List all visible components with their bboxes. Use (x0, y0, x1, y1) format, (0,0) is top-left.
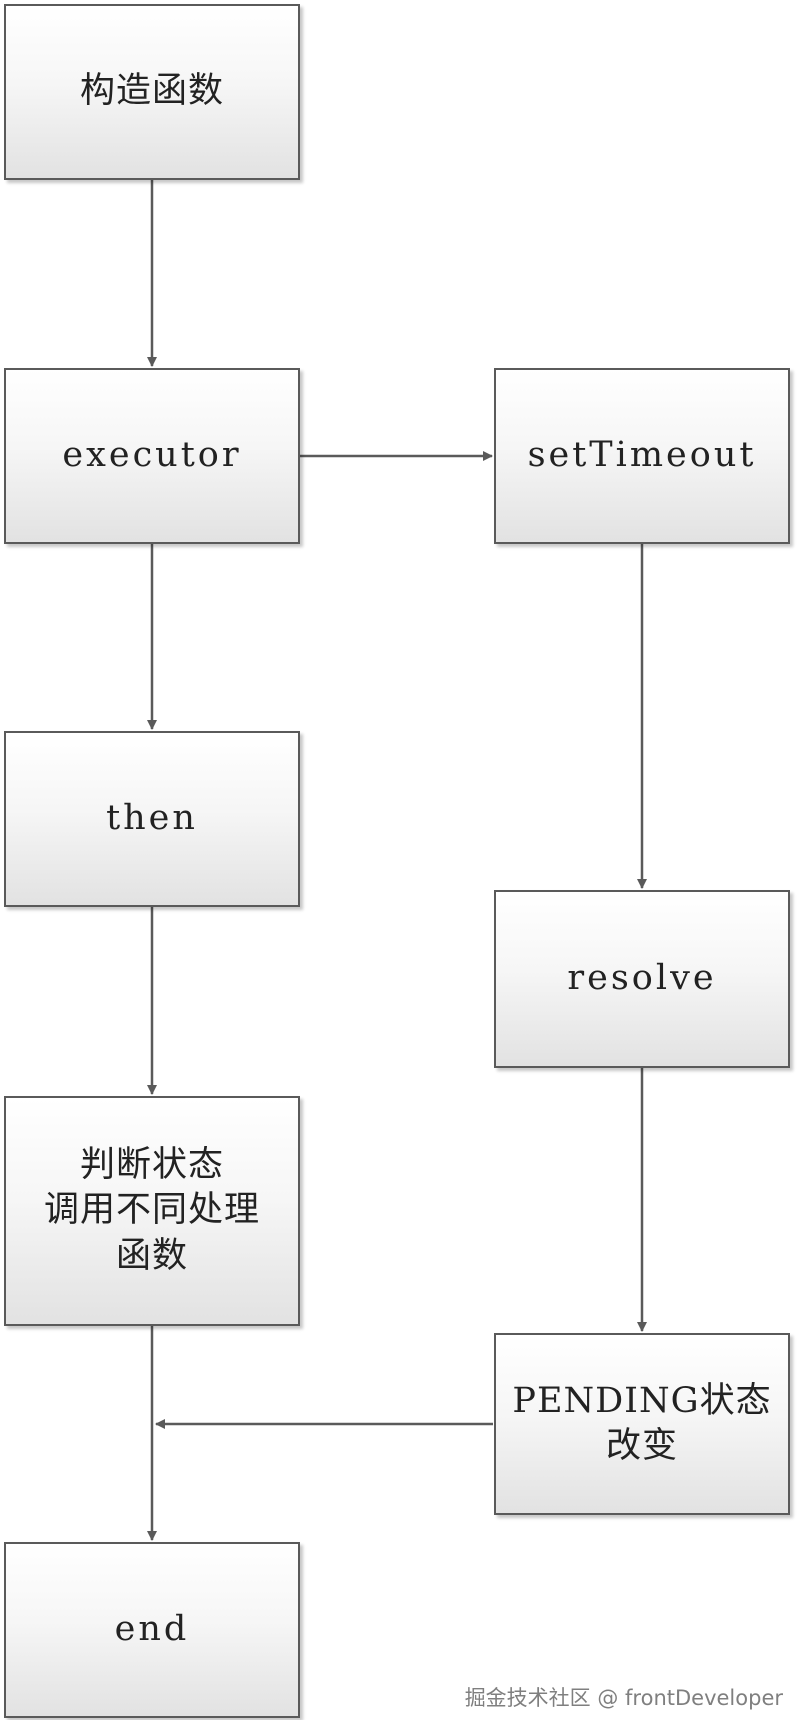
node-settimeout: setTimeout (494, 368, 790, 544)
node-resolve: resolve (494, 890, 790, 1068)
watermark: 掘金技术社区 @ frontDeveloper (464, 1686, 783, 1710)
node-constructor: 构造函数 (4, 4, 300, 180)
node-judge-state: 判断状态 调用不同处理 函数 (4, 1096, 300, 1326)
node-then: then (4, 731, 300, 907)
node-pending-change: PENDING状态 改变 (494, 1333, 790, 1515)
node-end: end (4, 1542, 300, 1718)
node-executor: executor (4, 368, 300, 544)
